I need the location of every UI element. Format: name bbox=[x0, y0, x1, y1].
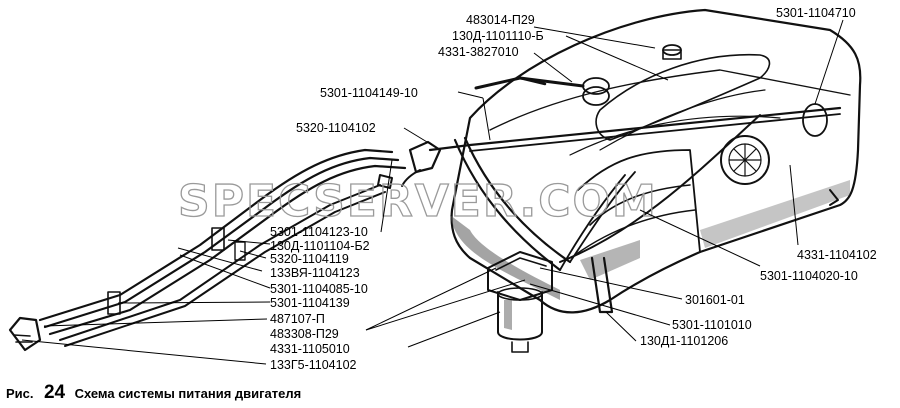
label-130d-1101104-b2: 130Д-1101104-Б2 bbox=[270, 239, 370, 253]
label-301601-01: 301601-01 bbox=[685, 293, 745, 307]
caption-number: 24 bbox=[44, 382, 66, 403]
part-labels: 483014-П29 130Д-1101110-Б 4331-3827010 5… bbox=[270, 6, 877, 372]
label-133vya-1104123: 133ВЯ-1104123 bbox=[270, 266, 360, 280]
label-483014-p29: 483014-П29 bbox=[466, 13, 535, 27]
leader-lines bbox=[21, 19, 844, 365]
label-5320-1104119: 5320-1104119 bbox=[270, 252, 349, 266]
label-5301-1104149-10: 5301-1104149-10 bbox=[320, 86, 418, 100]
sender-lever bbox=[474, 76, 610, 106]
watermark: SPECSERVER.COM bbox=[178, 176, 658, 227]
label-5301-1104139: 5301-1104139 bbox=[270, 296, 350, 310]
label-4331-1104102: 4331-1104102 bbox=[797, 248, 877, 262]
label-130d1-1101206: 130Д1-1101206 bbox=[640, 334, 728, 348]
label-5301-1104085-10: 5301-1104085-10 bbox=[270, 282, 368, 296]
label-483308-p29: 483308-П29 bbox=[270, 327, 339, 341]
figure-caption: Рис. 24 Схема системы питания двигателя bbox=[6, 382, 301, 403]
label-130d-1101110-b: 130Д-1101110-Б bbox=[452, 29, 544, 43]
fuel-tank bbox=[450, 8, 862, 314]
label-133g5-1104102: 133Г5-1104102 bbox=[270, 358, 357, 372]
label-5301-1104710: 5301-1104710 bbox=[776, 6, 856, 20]
label-5301-1104123-10: 5301-1104123-10 bbox=[270, 225, 368, 239]
caption-prefix: Рис. bbox=[6, 386, 34, 401]
label-4331-3827010: 4331-3827010 bbox=[438, 45, 519, 59]
label-5320-1104102: 5320-1104102 bbox=[296, 121, 376, 135]
label-5301-1104020-10: 5301-1104020-10 bbox=[760, 269, 858, 283]
label-4331-1105010: 4331-1105010 bbox=[270, 342, 350, 356]
label-5301-1101010: 5301-1101010 bbox=[672, 318, 752, 332]
label-487107-p: 487107-П bbox=[270, 312, 325, 326]
pump-connectors bbox=[8, 140, 442, 352]
fuel-pipes bbox=[38, 106, 842, 347]
caption-text: Схема системы питания двигателя bbox=[75, 386, 302, 401]
